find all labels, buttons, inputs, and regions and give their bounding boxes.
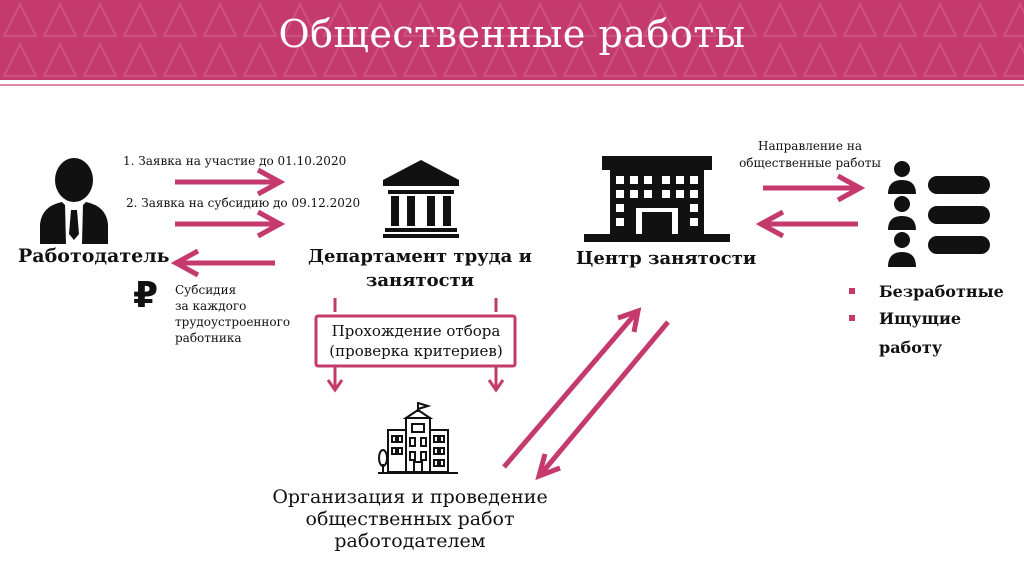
selection-connector	[314, 298, 517, 393]
subsidy-line-1: Субсидия	[175, 283, 237, 297]
selection-line-2: (проверка критериев)	[329, 342, 503, 360]
direction-line-2: общественные работы	[739, 156, 881, 170]
organization-line-1: Организация и проведение	[272, 486, 548, 508]
people-item-seeking: Ищущие	[879, 309, 962, 328]
arrow-direction-to-people	[763, 173, 866, 203]
request-1-label: 1. Заявка на участие до 01.10.2020	[123, 154, 347, 168]
department-label-line-1: Департамент труда и	[308, 246, 532, 267]
organization-text: Организация и проведение общественных ра…	[258, 486, 562, 552]
page-title: Общественные работы	[278, 12, 746, 56]
bullet-marker-2	[849, 315, 855, 321]
organization-line-2: общественных работ	[305, 508, 515, 530]
selection-text: Прохождение отбора (проверка критериев)	[318, 321, 514, 361]
arrow-center-to-org	[535, 320, 670, 481]
header-banner: Общественные работы	[0, 0, 1024, 80]
subsidy-line-2: за каждого	[175, 299, 247, 313]
direction-line-1: Направление на	[758, 139, 862, 153]
people-group-icon	[888, 161, 990, 267]
direction-text: Направление на общественные работы	[738, 138, 882, 172]
department-label: Департамент труда и занятости	[305, 245, 535, 293]
header-pattern	[0, 0, 1024, 80]
subsidy-line-3: трудоустроенного	[175, 315, 291, 329]
government-building-icon	[383, 160, 459, 238]
school-building-icon	[378, 402, 458, 474]
people-item-seeking-cont: работу	[879, 338, 943, 357]
arrow-request-2	[175, 209, 286, 239]
department-label-line-2: занятости	[365, 270, 475, 291]
header-divider	[0, 84, 1024, 86]
arrow-people-to-center	[755, 209, 858, 239]
arrow-org-to-center	[502, 307, 642, 469]
subsidy-line-4: работника	[175, 331, 242, 345]
organization-line-3: работодателем	[334, 530, 486, 552]
subsidy-text: Субсидия за каждого трудоустроенного раб…	[175, 282, 290, 346]
bullet-marker-1	[849, 288, 855, 294]
arrow-request-1	[175, 167, 286, 197]
center-label: Центр занятости	[576, 248, 757, 269]
employer-icon	[40, 158, 108, 244]
people-item-unemployed: Безработные	[879, 282, 1004, 301]
arrow-subsidy	[170, 248, 275, 278]
office-building-icon	[584, 156, 730, 242]
employer-label: Работодатель	[18, 245, 170, 267]
ruble-icon: ₽	[133, 275, 159, 316]
request-2-label: 2. Заявка на субсидию до 09.12.2020	[126, 196, 361, 210]
selection-line-1: Прохождение отбора	[331, 322, 501, 340]
